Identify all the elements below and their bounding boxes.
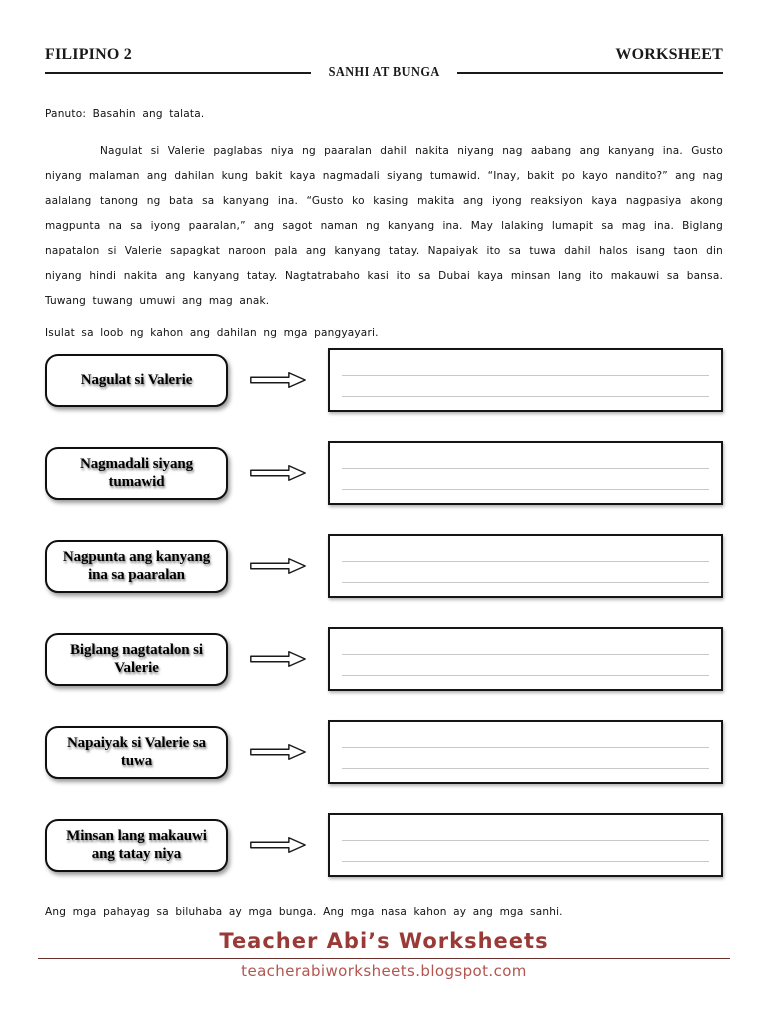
page-header: FILIPINO 2 WORKSHEET [45,46,723,64]
write-line [342,396,709,397]
effect-label-box: Nagpunta ang kanyang ina sa paaralan [45,539,228,593]
answer-box [328,441,723,505]
write-line [342,861,709,862]
answer-box [328,813,723,877]
answer-box [328,348,723,412]
right-arrow-icon [228,555,328,577]
right-arrow-icon [228,648,328,670]
task-instruction: Isulat sa loob ng kahon ang dahilan ng m… [45,327,379,339]
write-line [342,468,709,469]
write-line [342,768,709,769]
cause-effect-row: Napaiyak si Valerie sa tuwa [45,720,723,784]
cause-effect-row: Biglang nagtatalon si Valerie [45,627,723,691]
footer-rule [38,958,730,959]
cause-effect-row: Nagulat si Valerie [45,348,723,412]
right-arrow-icon [228,741,328,763]
title-divider: SANHI AT BUNGA [45,65,724,81]
write-line [342,654,709,655]
panuto-instruction: Panuto: Basahin ang talata. [45,108,205,120]
write-line [342,489,709,490]
write-line [342,840,709,841]
write-line [342,675,709,676]
effect-label-box: Nagulat si Valerie [45,353,228,407]
right-arrow-icon [228,462,328,484]
right-arrow-icon [228,834,328,856]
divider-line-left [45,72,311,74]
cause-effect-row: Nagpunta ang kanyang ina sa paaralan [45,534,723,598]
cause-effect-rows: Nagulat si Valerie Nagmadali siyang tuma… [45,348,723,877]
story-paragraph: Nagulat si Valerie paglabas niya ng paar… [45,145,723,307]
cause-effect-row: Minsan lang makauwi ang tatay niya [45,813,723,877]
page-title: SANHI AT BUNGA [328,65,440,80]
effect-label-box: Nagmadali siyang tumawid [45,446,228,500]
note-text: Ang mga pahayag sa biluhaba ay mga bunga… [45,906,563,918]
footer-url: teacherabiworksheets.blogspot.com [241,962,527,980]
answer-box [328,627,723,691]
answer-box [328,534,723,598]
answer-box [328,720,723,784]
effect-label-box: Minsan lang makauwi ang tatay niya [45,818,228,872]
effect-label-box: Biglang nagtatalon si Valerie [45,632,228,686]
right-arrow-icon [228,369,328,391]
footer-brand: Teacher Abi’s Worksheets [219,929,549,953]
course-label: FILIPINO 2 [45,46,132,63]
write-line [342,375,709,376]
write-line [342,561,709,562]
divider-line-right [457,72,724,74]
write-line [342,582,709,583]
effect-label-box: Napaiyak si Valerie sa tuwa [45,725,228,779]
write-line [342,747,709,748]
cause-effect-row: Nagmadali siyang tumawid [45,441,723,505]
doc-type-label: WORKSHEET [615,46,723,63]
